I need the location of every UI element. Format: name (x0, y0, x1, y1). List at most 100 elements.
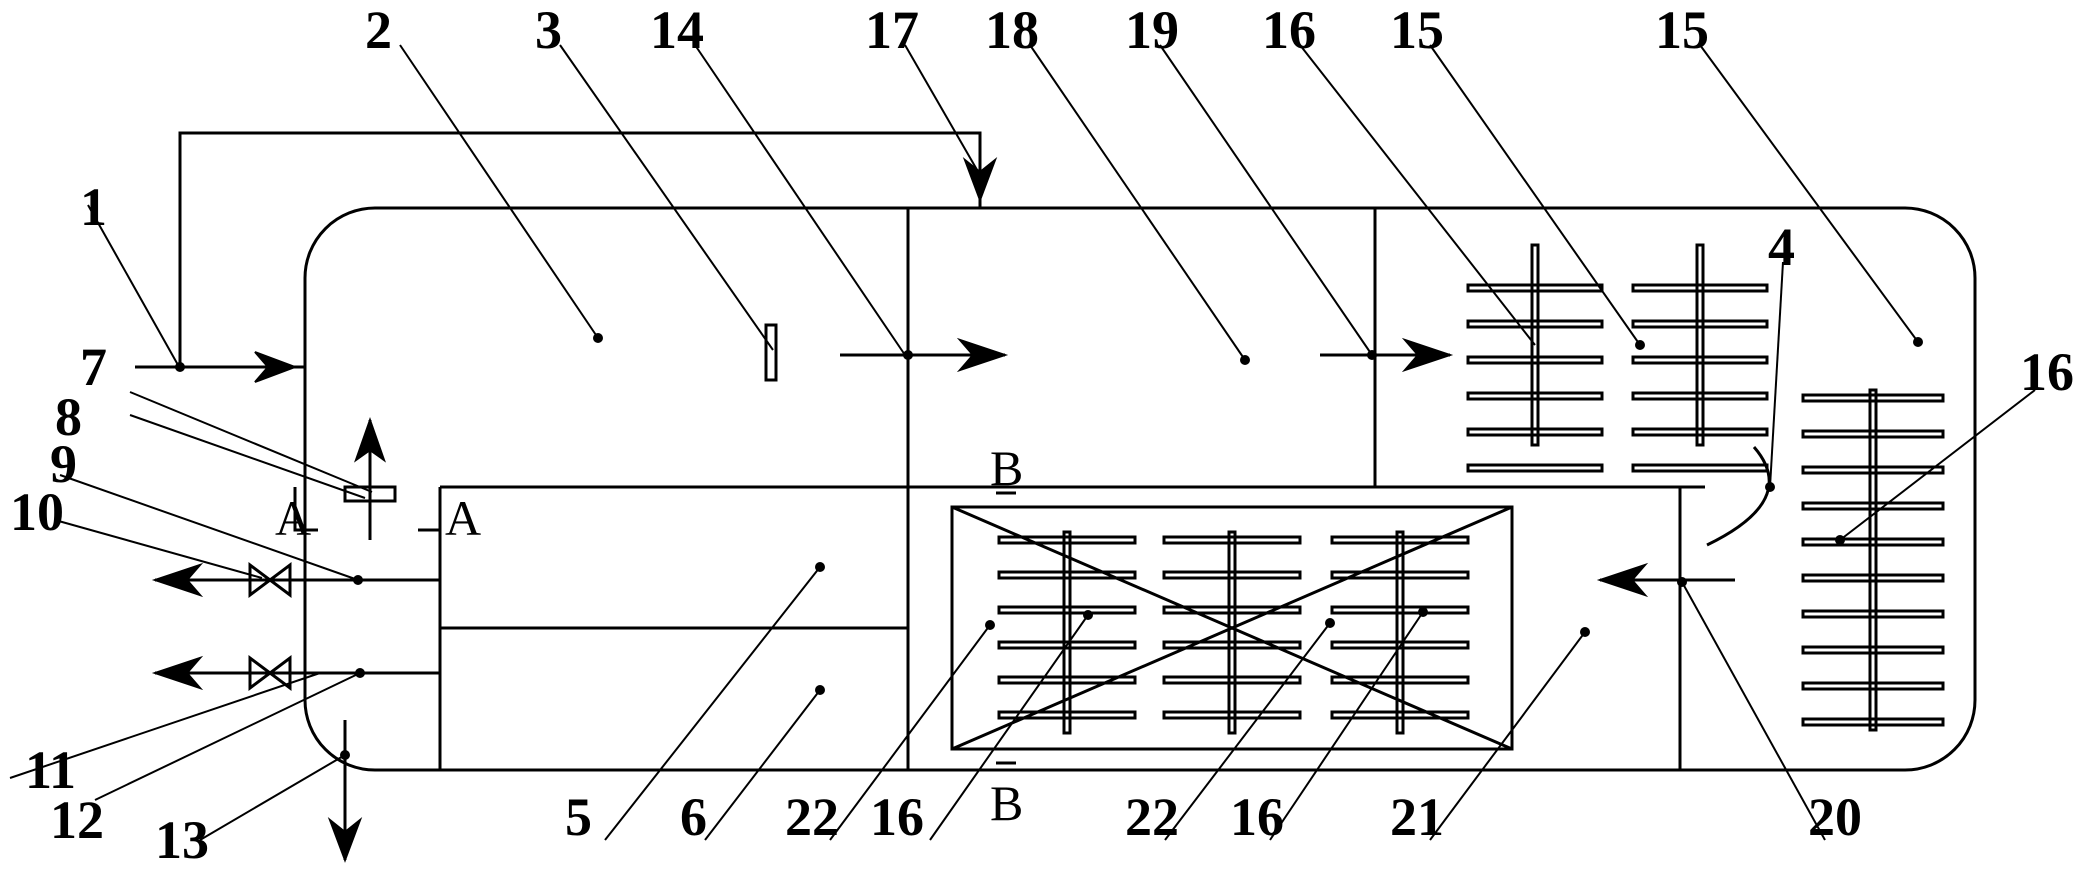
plate (1330, 710, 1470, 720)
label-19: 19 (1125, 0, 1179, 60)
plate-stack-stem (1395, 530, 1405, 735)
plate (1466, 427, 1604, 437)
label-5: 5 (565, 787, 592, 847)
plate (1801, 393, 1945, 403)
label-12: 12 (50, 790, 104, 850)
plate (1330, 570, 1470, 580)
label-18: 18 (985, 0, 1039, 60)
part-number-labels: 1 7 8 9 10 11 12 13 2 3 14 17 18 19 16 1… (10, 0, 2074, 870)
plate (1801, 429, 1945, 439)
label-6: 6 (680, 787, 707, 847)
label-22-right: 22 (1125, 787, 1179, 847)
arrow-feed-17 (962, 156, 998, 203)
plate (1162, 640, 1302, 650)
label-17: 17 (865, 0, 919, 60)
plate-stack-stem (1695, 243, 1705, 447)
valve-10 (248, 562, 292, 598)
plate (1466, 319, 1604, 329)
plate (1330, 640, 1470, 650)
label-11: 11 (25, 740, 76, 800)
plate-stack-filter-3 (1330, 530, 1470, 735)
plate (1801, 573, 1945, 583)
label-3: 3 (535, 0, 562, 60)
label-9: 9 (50, 434, 77, 494)
plate (1801, 465, 1945, 475)
plate (1162, 570, 1302, 580)
plate-stack-filter-1 (997, 530, 1137, 735)
plate (1631, 355, 1769, 365)
arrow-inlet-1 (254, 351, 298, 383)
arrow-drain-13 (327, 816, 363, 863)
valve-11 (248, 655, 292, 691)
filter-box (950, 505, 1514, 751)
plate (1631, 391, 1769, 401)
arrow-vent-up (354, 416, 386, 463)
leader-lines (9, 44, 2036, 841)
label-16-top: 16 (1262, 0, 1316, 60)
arrow-pipe-19 (1401, 337, 1454, 373)
plate-stacks (997, 243, 1945, 735)
plate (1631, 427, 1769, 437)
plate (1330, 675, 1470, 685)
plate (1801, 609, 1945, 619)
plate (1162, 710, 1302, 720)
plate (997, 710, 1137, 720)
plate-stack-stem (1530, 243, 1540, 447)
plate (1466, 463, 1604, 473)
label-8: 8 (55, 387, 82, 447)
element-3 (764, 323, 778, 382)
plate (997, 535, 1137, 545)
node-dots (175, 333, 1923, 760)
label-15-right: 15 (1655, 0, 1709, 60)
outer-tank (303, 206, 1977, 772)
plate-stack-top-2 (1631, 243, 1769, 473)
label-10: 10 (10, 482, 64, 542)
plate-stack-right (1801, 388, 1945, 732)
label-20: 20 (1808, 787, 1862, 847)
label-21: 21 (1390, 787, 1444, 847)
plate-stack-top-1 (1466, 243, 1604, 473)
label-13: 13 (155, 810, 209, 870)
label-4: 4 (1768, 217, 1795, 277)
plate (997, 675, 1137, 685)
plate-stack-filter-2 (1162, 530, 1302, 735)
plate (1330, 535, 1470, 545)
arrow-pipe-20 (1596, 562, 1649, 598)
plate (1330, 605, 1470, 615)
section-mark-labels: A A B B (275, 440, 1023, 831)
arrow-outlet-11 (151, 655, 204, 691)
plate (1466, 283, 1604, 293)
plate (1801, 681, 1945, 691)
label-15-mid: 15 (1390, 0, 1444, 60)
plate (1162, 535, 1302, 545)
plate (1631, 283, 1769, 293)
plate (1631, 319, 1769, 329)
arrow-pipe-14 (956, 337, 1009, 373)
section-a-right: A (445, 490, 481, 546)
section-a-left-mark (293, 487, 318, 532)
label-7: 7 (80, 337, 107, 397)
plate-stack-stem (1062, 530, 1072, 735)
section-b-top: B (990, 440, 1023, 496)
top-feed-pipe (178, 131, 982, 367)
plate-stack-stem (1227, 530, 1237, 735)
label-16-bottom-right: 16 (1230, 787, 1284, 847)
baffle-arc (1706, 446, 1771, 547)
plate (1801, 537, 1945, 547)
plate-stack-stem (1868, 388, 1878, 732)
label-16-bottom-left: 16 (870, 787, 924, 847)
plate (1801, 645, 1945, 655)
plate (1162, 605, 1302, 615)
label-2: 2 (365, 0, 392, 60)
plate (997, 640, 1137, 650)
plate (997, 570, 1137, 580)
plate (1162, 675, 1302, 685)
label-16-right: 16 (2020, 342, 2074, 402)
plate (1631, 463, 1769, 473)
arrow-outlet-10 (151, 562, 204, 598)
filter-cross-2 (951, 505, 1513, 751)
section-b-bottom: B (990, 775, 1023, 831)
section-a-left: A (275, 490, 311, 546)
